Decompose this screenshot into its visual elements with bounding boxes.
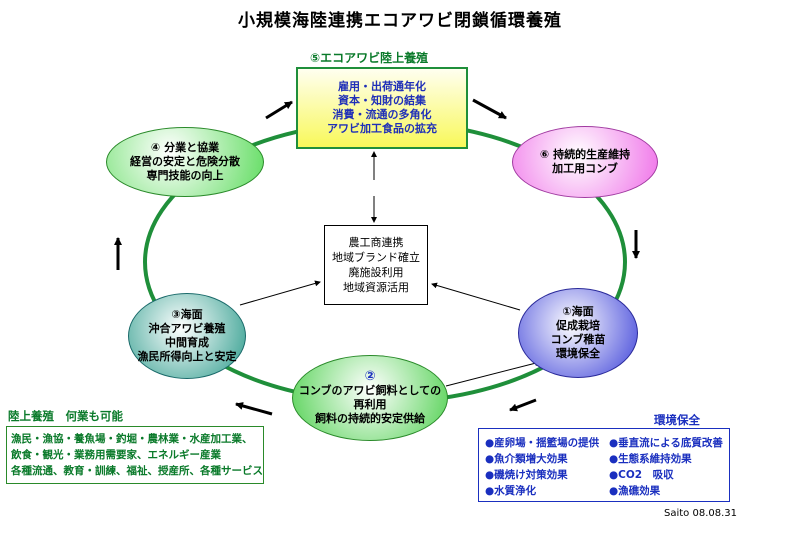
land-line: 飲食・観光・業務用需要家、エネルギー産業 <box>11 449 221 461</box>
node-1-line: コンブ稚苗 <box>550 333 606 346</box>
arrow-3-to-center <box>239 280 321 306</box>
node-4-line: ④ 分業と協業 <box>150 141 220 154</box>
env-item: ●産卵場・揺籃場の提供 <box>485 437 600 449</box>
center-line: 廃施設利用 <box>348 266 404 279</box>
node-1-line: ①海面 <box>562 305 594 318</box>
env-box: ●産卵場・揺籃場の提供 ●魚介類増大効果 ●磯焼け対策効果 ●水質浄化 ●垂直流… <box>478 428 730 502</box>
node-4-ellipse: ④ 分業と協業 経営の安定と危険分散 専門技能の向上 <box>106 127 264 197</box>
center-box: 農工商連携 地域ブランド確立 廃施設利用 地域資源活用 <box>324 225 428 305</box>
node-1-line: 促成栽培 <box>556 319 600 332</box>
arrow-2-to-land <box>235 402 273 416</box>
land-heading: 陸上養殖 何業も可能 <box>8 409 123 423</box>
node-5-line: アワビ加工食品の拡充 <box>327 122 437 135</box>
node-3-line: 漁民所得向上と安定 <box>137 350 237 363</box>
env-item: ●生態系維持効果 <box>609 453 692 465</box>
node-2-line: 再利用 <box>353 398 387 411</box>
land-line: 漁民・漁協・養魚場・釣堀・農林業・水産加工業、 <box>11 433 253 445</box>
node-5-box: 雇用・出荷通年化 資本・知財の結集 消費・流通の多角化 アワビ加工食品の拡充 <box>296 67 468 149</box>
node-6-line: ⑥ 持続的生産維持 <box>539 148 631 161</box>
node-3-line: 中間育成 <box>165 336 209 349</box>
node-2-number: ② <box>364 369 376 384</box>
center-line: 農工商連携 <box>348 236 404 249</box>
arrow-5-to-6 <box>472 98 507 120</box>
land-line: 各種流通、教育・訓練、福祉、授産所、各種サービス <box>11 465 263 477</box>
node-2-ellipse: ② コンブのアワビ飼料としての 再利用 飼料の持続的安定供給 <box>292 355 448 441</box>
node-2-line: コンブのアワビ飼料としての <box>298 384 442 397</box>
node-5-line: 消費・流通の多角化 <box>332 108 432 121</box>
node-3-line: ③海面 <box>171 308 203 321</box>
node-1-line: 環境保全 <box>556 347 600 360</box>
node-4-line: 経営の安定と危険分散 <box>130 155 240 168</box>
land-box: 漁民・漁協・養魚場・釣堀・農林業・水産加工業、 飲食・観光・業務用需要家、エネル… <box>6 426 264 484</box>
node-2-line: 飼料の持続的安定供給 <box>315 412 425 425</box>
env-item: ●CO2 吸収 <box>609 469 674 481</box>
author-credit: Saito 08.08.31 <box>664 508 738 519</box>
node-5-line: 資本・知財の結集 <box>338 94 426 107</box>
center-line: 地域資源活用 <box>343 281 409 294</box>
env-heading: 環境保全 <box>654 413 700 427</box>
arrow-2-to-1 <box>445 360 541 387</box>
node-3-line: 沖合アワビ養殖 <box>148 322 226 335</box>
env-item: ●水質浄化 <box>485 485 537 497</box>
node-1-ellipse: ①海面 促成栽培 コンブ稚苗 環境保全 <box>518 288 638 378</box>
node-5-line: 雇用・出荷通年化 <box>338 80 426 93</box>
env-item: ●魚介類増大効果 <box>485 453 568 465</box>
env-item: ●垂直流による底質改善 <box>609 437 723 449</box>
arrow-4-to-5 <box>265 100 293 120</box>
node-6-ellipse: ⑥ 持続的生産維持 加工用コンブ <box>512 126 658 198</box>
env-item: ●漁礁効果 <box>609 485 661 497</box>
page-title: 小規模海陸連携エコアワビ閉鎖循環養殖 <box>238 11 562 31</box>
node-3-ellipse: ③海面 沖合アワビ養殖 中間育成 漁民所得向上と安定 <box>128 293 246 379</box>
env-item: ●磯焼け対策効果 <box>485 469 568 481</box>
center-line: 地域ブランド確立 <box>332 251 420 264</box>
node-6-line: 加工用コンブ <box>552 162 618 175</box>
arrow-1-to-center <box>431 282 521 311</box>
arrow-1-to-2 <box>509 398 537 412</box>
node-4-line: 専門技能の向上 <box>146 169 224 182</box>
top-box-heading: ⑤エコアワビ陸上養殖 <box>310 51 429 65</box>
